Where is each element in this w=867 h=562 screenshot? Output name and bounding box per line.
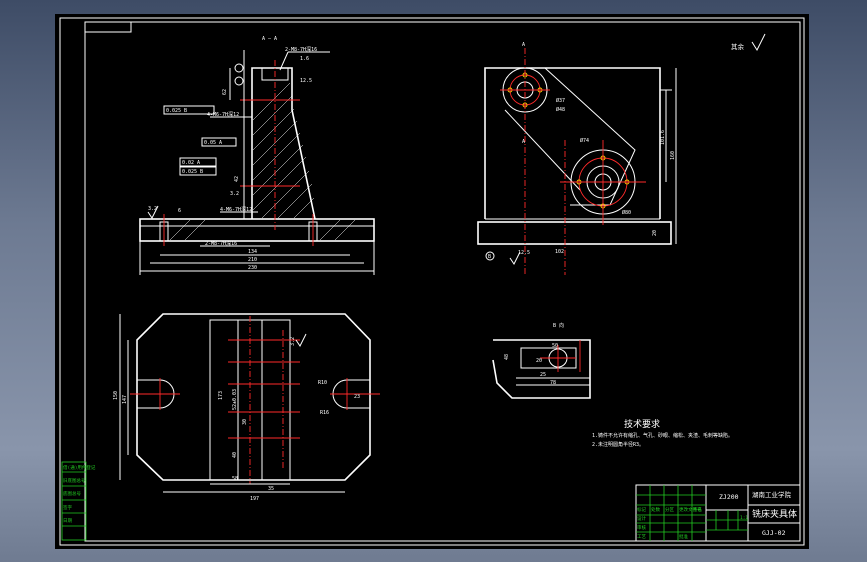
svg-text:标记: 标记 (637, 506, 646, 513)
dim-210: 210 (248, 257, 257, 263)
dim-r10: R10 (318, 380, 327, 386)
svg-text:日期: 日期 (63, 518, 72, 524)
dim-173: 173 (218, 391, 224, 400)
dim-230: 230 (248, 265, 257, 271)
svg-text:0.02 A: 0.02 A (182, 160, 200, 166)
dim-r16: R16 (320, 410, 329, 416)
dim-20: 20 (652, 230, 658, 236)
dim-160: 160 (670, 151, 676, 160)
base-outline (136, 313, 371, 481)
svg-text:0.025 B: 0.025 B (182, 169, 203, 175)
svg-text:签名: 签名 (693, 506, 702, 513)
dim-58: 58 (232, 476, 238, 482)
roughness-bottom: 3.2 (290, 337, 296, 346)
roughness-3-2: 3.2 (230, 191, 239, 197)
tech-title: 技术要求 (624, 418, 660, 430)
dim-52-tol: 52±0.03 (232, 389, 238, 410)
roughness-note: 其余 (731, 42, 745, 51)
svg-text:底图总号: 底图总号 (63, 490, 81, 497)
dim-42: 42 (234, 176, 240, 182)
dim-101-6: 101.6 (660, 130, 666, 145)
callout-m8-bottom: 2-M8-7H深16 (205, 240, 237, 247)
part-code: ZJ200 (719, 493, 739, 501)
dim-b48: 48 (504, 354, 510, 360)
callout-m8-top: 2-M8-7H深16 (285, 46, 317, 53)
b-view: B 向 50 20 25 78 48 (492, 322, 591, 399)
dim-d80: Ø80 (622, 209, 631, 216)
dim-d74: Ø74 (580, 137, 589, 144)
top-view: 其余 Ø37 Ø48 Ø74 Ø80 (477, 33, 766, 275)
dim-b25: 25 (540, 372, 546, 378)
corner-box (84, 21, 132, 33)
roughness-base: 3.2 (148, 206, 157, 212)
dim-12-5-top: 12.5 (518, 250, 530, 256)
tech-requirements: 技术要求 1.铸件不允许有缩孔、气孔、砂眼、缩松、夹渣、毛刺等缺陷。 2.未注明… (592, 418, 733, 448)
title-block-frame (635, 484, 801, 542)
drawing-name: 铣床夹具体 (752, 508, 797, 520)
svg-text:更改文件号: 更改文件号 (679, 506, 702, 513)
outer-border (59, 17, 805, 546)
svg-text:旧底图总号: 旧底图总号 (63, 477, 86, 484)
tolerance-frames: 0.025 B 0.05 A 0.02 A 0.025 B (163, 105, 237, 176)
body-outline (484, 67, 661, 219)
svg-text:工艺: 工艺 (637, 534, 646, 540)
dim-b20: 20 (536, 358, 542, 364)
b-view-outline (492, 339, 591, 399)
title-block: 标记 处数 分区 更改文件号 签名 设计 审核 工艺 批准 ZJ200 湖南工业… (635, 484, 801, 542)
dim-b78: 78 (550, 380, 556, 386)
roughness-note-symbol (751, 33, 766, 52)
svg-text:批准: 批准 (679, 533, 688, 540)
dim-147: 147 (122, 395, 128, 404)
label-b: B (488, 254, 491, 260)
dim-134: 134 (248, 249, 257, 255)
sheet-background (55, 14, 809, 549)
dim-23: 23 (354, 394, 360, 400)
dim-102: 102 (555, 249, 564, 255)
drawing-number: GJJ-02 (762, 529, 786, 537)
callout-m6: 4-M6-7H深12 (207, 111, 239, 118)
revision-box: 借(通)用件登记 旧底图总号 底图总号 签字 日期 (61, 461, 96, 541)
tech-item-1: 1.铸件不允许有缩孔、气孔、砂眼、缩松、夹渣、毛刺等缺陷。 (592, 432, 733, 439)
svg-text:0.025 B: 0.025 B (166, 108, 187, 114)
school-name: 湖南工业学院 (752, 490, 792, 499)
datum-b (234, 76, 244, 86)
callout-roughness: 1.6 (300, 56, 309, 62)
label-a-top: A (522, 42, 525, 48)
dim-197: 197 (250, 496, 259, 502)
inner-border (84, 21, 801, 542)
roughness-symbol (147, 205, 159, 219)
dim-30: 30 (242, 419, 248, 425)
datum-c (234, 63, 244, 73)
b-view-label: B 向 (553, 322, 564, 329)
dim-b50: 50 (552, 343, 558, 349)
svg-text:0.05 A: 0.05 A (204, 140, 222, 146)
svg-text:审核: 审核 (637, 524, 646, 531)
svg-text:签字: 签字 (63, 504, 72, 511)
dim-40: 40 (232, 452, 238, 458)
svg-text:设计: 设计 (637, 515, 646, 522)
svg-text:处数: 处数 (651, 506, 660, 513)
datum-b-top (485, 251, 495, 261)
scale-ratio: 1:1 (740, 515, 748, 521)
bottom-view: 150 147 173 52±0.03 30 40 35 58 197 R10 … (113, 313, 380, 502)
dim-150: 150 (113, 391, 119, 400)
support-column (251, 67, 316, 220)
base-plate (139, 218, 375, 242)
dim-d37: Ø37 (556, 97, 565, 104)
svg-text:分区: 分区 (665, 506, 674, 513)
dim-62: 62 (222, 89, 228, 95)
dim-d48: Ø48 (556, 106, 565, 113)
dim-35: 35 (268, 486, 274, 492)
section-view-a-a: A — A (139, 36, 375, 275)
dim-12-5: 12.5 (300, 78, 312, 84)
svg-text:借(通)用件登记: 借(通)用件登记 (63, 464, 96, 471)
label-a-mid: A (522, 139, 525, 145)
tech-item-2: 2.未注明圆角半径R3。 (592, 441, 644, 448)
top-view-base (477, 221, 672, 245)
callout-m6-bottom: 4-M6-7H深12 (220, 206, 252, 213)
dim-6: 6 (178, 208, 181, 214)
section-label: A — A (262, 36, 277, 42)
